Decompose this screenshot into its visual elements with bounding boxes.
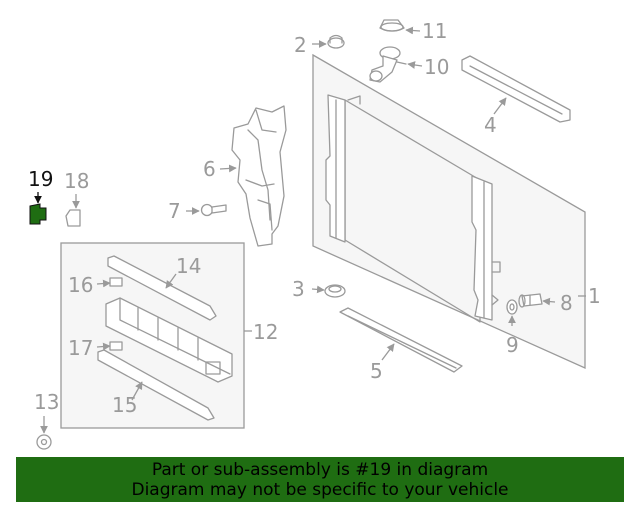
part-5-lower-seal	[339, 307, 463, 373]
part-7-bolt	[200, 203, 227, 217]
banner-line-2: Diagram may not be specific to your vehi…	[131, 479, 509, 500]
part-19-highlighted	[29, 203, 47, 225]
callout-7: 7	[168, 199, 181, 223]
part-10-filler-neck	[369, 46, 407, 83]
part-12-sub-assembly-box	[60, 242, 245, 429]
callout-5: 5	[370, 359, 383, 383]
callout-labels: 1 2 3 4 5 6 7 8 9 10 11 12 13 14 15 16 1…	[28, 19, 601, 417]
part-11-radiator-cap	[379, 19, 405, 32]
callout-12: 12	[253, 320, 278, 344]
callout-6: 6	[203, 157, 216, 181]
callout-17: 17	[68, 336, 93, 360]
part-4-upper-support	[461, 55, 571, 123]
callout-16: 16	[68, 273, 93, 297]
leader-lines	[34, 26, 586, 434]
callout-9: 9	[506, 333, 519, 357]
part-3-grommet	[324, 284, 346, 298]
callout-14: 14	[176, 254, 201, 278]
callout-10: 10	[424, 55, 449, 79]
callout-18: 18	[64, 169, 89, 193]
callout-11: 11	[422, 19, 447, 43]
callout-8: 8	[560, 291, 573, 315]
callout-1: 1	[588, 284, 601, 308]
part-9-o-ring	[506, 299, 518, 315]
banner-line-1: Part or sub-assembly is #19 in diagram	[151, 459, 489, 480]
callout-4: 4	[484, 113, 497, 137]
part-2-plug	[327, 34, 345, 49]
callout-13: 13	[34, 390, 59, 414]
radiator-assembly	[312, 53, 586, 370]
info-banner: Part or sub-assembly is #19 in diagram D…	[16, 457, 624, 502]
callout-19-highlighted: 19	[28, 167, 53, 191]
callout-2: 2	[294, 33, 307, 57]
callout-15: 15	[112, 393, 137, 417]
callout-3: 3	[292, 277, 305, 301]
part-8-drain-valve	[518, 293, 543, 308]
part-6-air-guide	[231, 105, 287, 247]
part-13-nut	[36, 434, 52, 450]
part-18-clip	[65, 209, 81, 227]
